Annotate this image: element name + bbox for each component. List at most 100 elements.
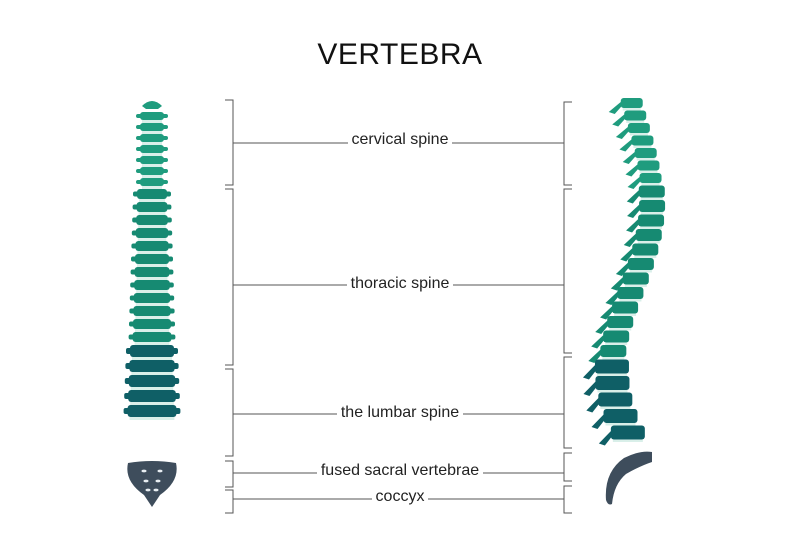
side-disc [640, 197, 663, 200]
sacral-foramen [155, 479, 161, 483]
side-vertebra-thoracic [622, 272, 649, 285]
side-disc [636, 158, 655, 161]
side-disc [597, 390, 628, 393]
side-vertebra-lumbar [598, 392, 633, 407]
side-vertebra-thoracic [603, 330, 630, 343]
side-spinous-process [595, 320, 610, 334]
bracket-left-lumbar [225, 368, 234, 457]
front-disc [137, 238, 167, 241]
side-vertebra-thoracic [617, 287, 644, 299]
front-disc [142, 131, 162, 134]
side-vertebra-lumbar [603, 409, 638, 423]
front-disc [130, 387, 174, 390]
side-vertebra-thoracic [627, 258, 654, 270]
front-disc [142, 142, 162, 145]
side-disc [605, 342, 628, 345]
side-disc [596, 373, 627, 376]
side-spinous-process [588, 349, 603, 363]
front-transverse-lumbar [123, 408, 181, 414]
side-disc [605, 423, 636, 426]
side-disc [629, 133, 648, 136]
side-spinous-process [625, 164, 640, 177]
front-transverse-thoracic [130, 269, 174, 275]
label-coccyx: coccyx [200, 488, 600, 506]
side-spinous-process [600, 306, 615, 320]
front-transverse-lumbar [124, 378, 180, 384]
front-transverse-lumbar [125, 363, 179, 369]
side-disc [602, 357, 625, 360]
side-spinous-process [612, 114, 627, 127]
diagram-title: VERTEBRA [317, 38, 483, 71]
side-disc [619, 299, 642, 302]
side-vertebra-thoracic [632, 243, 659, 256]
bracket-right-lumbar [563, 356, 572, 449]
side-spinous-process [623, 233, 638, 247]
front-transverse-cervical [136, 125, 168, 129]
side-disc [641, 212, 664, 215]
side-vertebra-lumbar [595, 376, 630, 390]
label-fused-sacral-vertebrae: fused sacral vertebrae [200, 462, 600, 480]
bracket-right-thoracic [563, 188, 572, 354]
side-disc [640, 226, 663, 229]
front-transverse-cervical [136, 136, 168, 140]
side-disc [600, 406, 631, 409]
side-vertebra-thoracic [607, 316, 634, 328]
bracket-left-coccyx [225, 489, 234, 514]
side-spinous-process [615, 127, 630, 139]
label-lumbar-spine: the lumbar spine [200, 404, 600, 422]
front-disc [142, 164, 162, 167]
side-vertebra-cervical [620, 98, 643, 108]
side-disc [641, 183, 660, 186]
front-transverse-cervical [136, 147, 168, 151]
front-disc [135, 316, 169, 319]
side-vertebra-cervical [627, 123, 650, 133]
sacral-foramen [153, 488, 159, 492]
side-vertebra-cervical [634, 148, 657, 158]
side-spinous-process [622, 152, 637, 164]
side-disc [609, 328, 632, 331]
side-disc [634, 255, 657, 258]
front-transverse-thoracic [133, 191, 171, 197]
bracket-left-sacral [225, 460, 234, 488]
side-vertebra-thoracic [612, 301, 639, 314]
region-brackets [225, 99, 572, 514]
sacral-foramen [143, 479, 149, 483]
side-disc [637, 241, 660, 244]
front-disc [142, 175, 162, 178]
side-vertebra-lumbar [594, 359, 629, 374]
side-spinous-process [627, 204, 642, 218]
front-disc [135, 303, 169, 306]
side-disc [622, 108, 641, 111]
side-view-spine [582, 98, 666, 505]
sacral-foramen [145, 488, 151, 492]
side-spinous-process [626, 219, 641, 233]
side-sacrum-coccyx [605, 451, 652, 505]
side-spinous-process [619, 139, 634, 152]
front-disc [137, 251, 167, 254]
front-transverse-lumbar [126, 348, 178, 354]
front-transverse-cervical [136, 169, 168, 173]
side-vertebra-lumbar [610, 425, 645, 440]
side-vertebra-thoracic [600, 345, 627, 357]
side-spinous-process [626, 190, 641, 204]
side-spinous-process [591, 414, 606, 429]
side-vertebra-thoracic [639, 200, 666, 212]
front-transverse-thoracic [131, 256, 173, 262]
front-disc [138, 225, 166, 228]
side-spinous-process [610, 277, 625, 291]
front-sacrum [127, 461, 177, 507]
side-disc [612, 439, 643, 442]
front-transverse-thoracic [132, 217, 172, 223]
front-transverse-cervical [136, 180, 168, 184]
front-transverse-thoracic [131, 243, 173, 249]
front-transverse-thoracic [129, 321, 175, 327]
front-disc [139, 199, 165, 202]
side-vertebra-cervical [637, 160, 660, 171]
label-cervical-spine: cervical spine [200, 131, 600, 149]
side-disc [626, 120, 645, 123]
side-spinous-process [615, 262, 630, 276]
side-vertebra-cervical [624, 110, 647, 121]
bracket-left-thoracic [225, 188, 234, 366]
front-disc [132, 357, 172, 360]
front-disc [136, 290, 168, 293]
